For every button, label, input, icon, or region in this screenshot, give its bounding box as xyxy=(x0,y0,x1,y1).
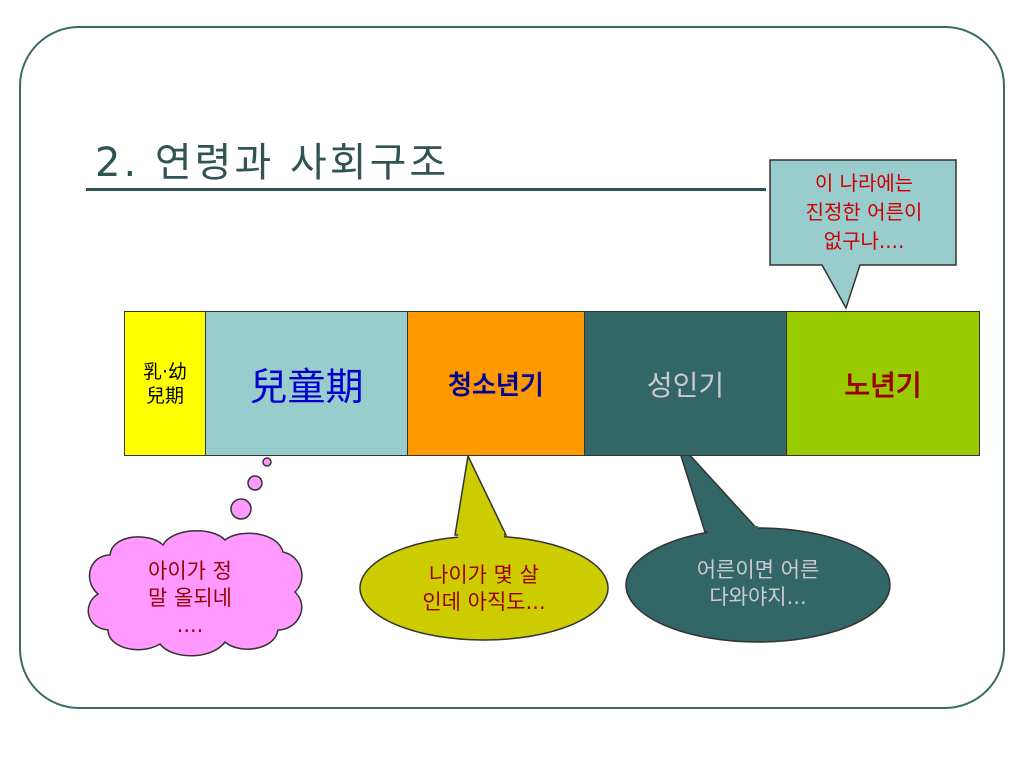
stage-childhood: 兒童期 xyxy=(205,311,408,456)
child-callout-text: 아이가 정 말 올되네 .... xyxy=(148,559,232,637)
stage-old-age: 노년기 xyxy=(786,311,980,456)
stage-infancy-label: 乳·幼 兒期 xyxy=(142,360,188,407)
elder-callout-shape xyxy=(769,159,957,310)
title-underline xyxy=(86,188,766,191)
slide-title: 2. 연령과 사회구조 xyxy=(95,140,450,186)
slide-frame xyxy=(19,26,1005,709)
stage-childhood-label: 兒童期 xyxy=(249,365,364,409)
elder-callout-text: 이 나라에는 진정한 어른이 없구나.... xyxy=(805,171,923,253)
child-thought-cloud xyxy=(87,457,303,657)
stage-infancy: 乳·幼 兒期 xyxy=(124,311,206,456)
stage-adulthood: 성인기 xyxy=(584,311,787,456)
stage-adulthood-label: 성인기 xyxy=(646,368,725,402)
stage-adolescence: 청소년기 xyxy=(407,311,585,456)
youth-callout-shape xyxy=(454,453,508,536)
stage-adolescence-label: 청소년기 xyxy=(448,371,544,401)
youth-callout-text: 나이가 몇 살 인데 아직도... xyxy=(422,563,546,614)
stage-old-age-label: 노년기 xyxy=(844,368,922,402)
adult-callout-text: 어른이면 어른 다와야지... xyxy=(696,558,820,609)
